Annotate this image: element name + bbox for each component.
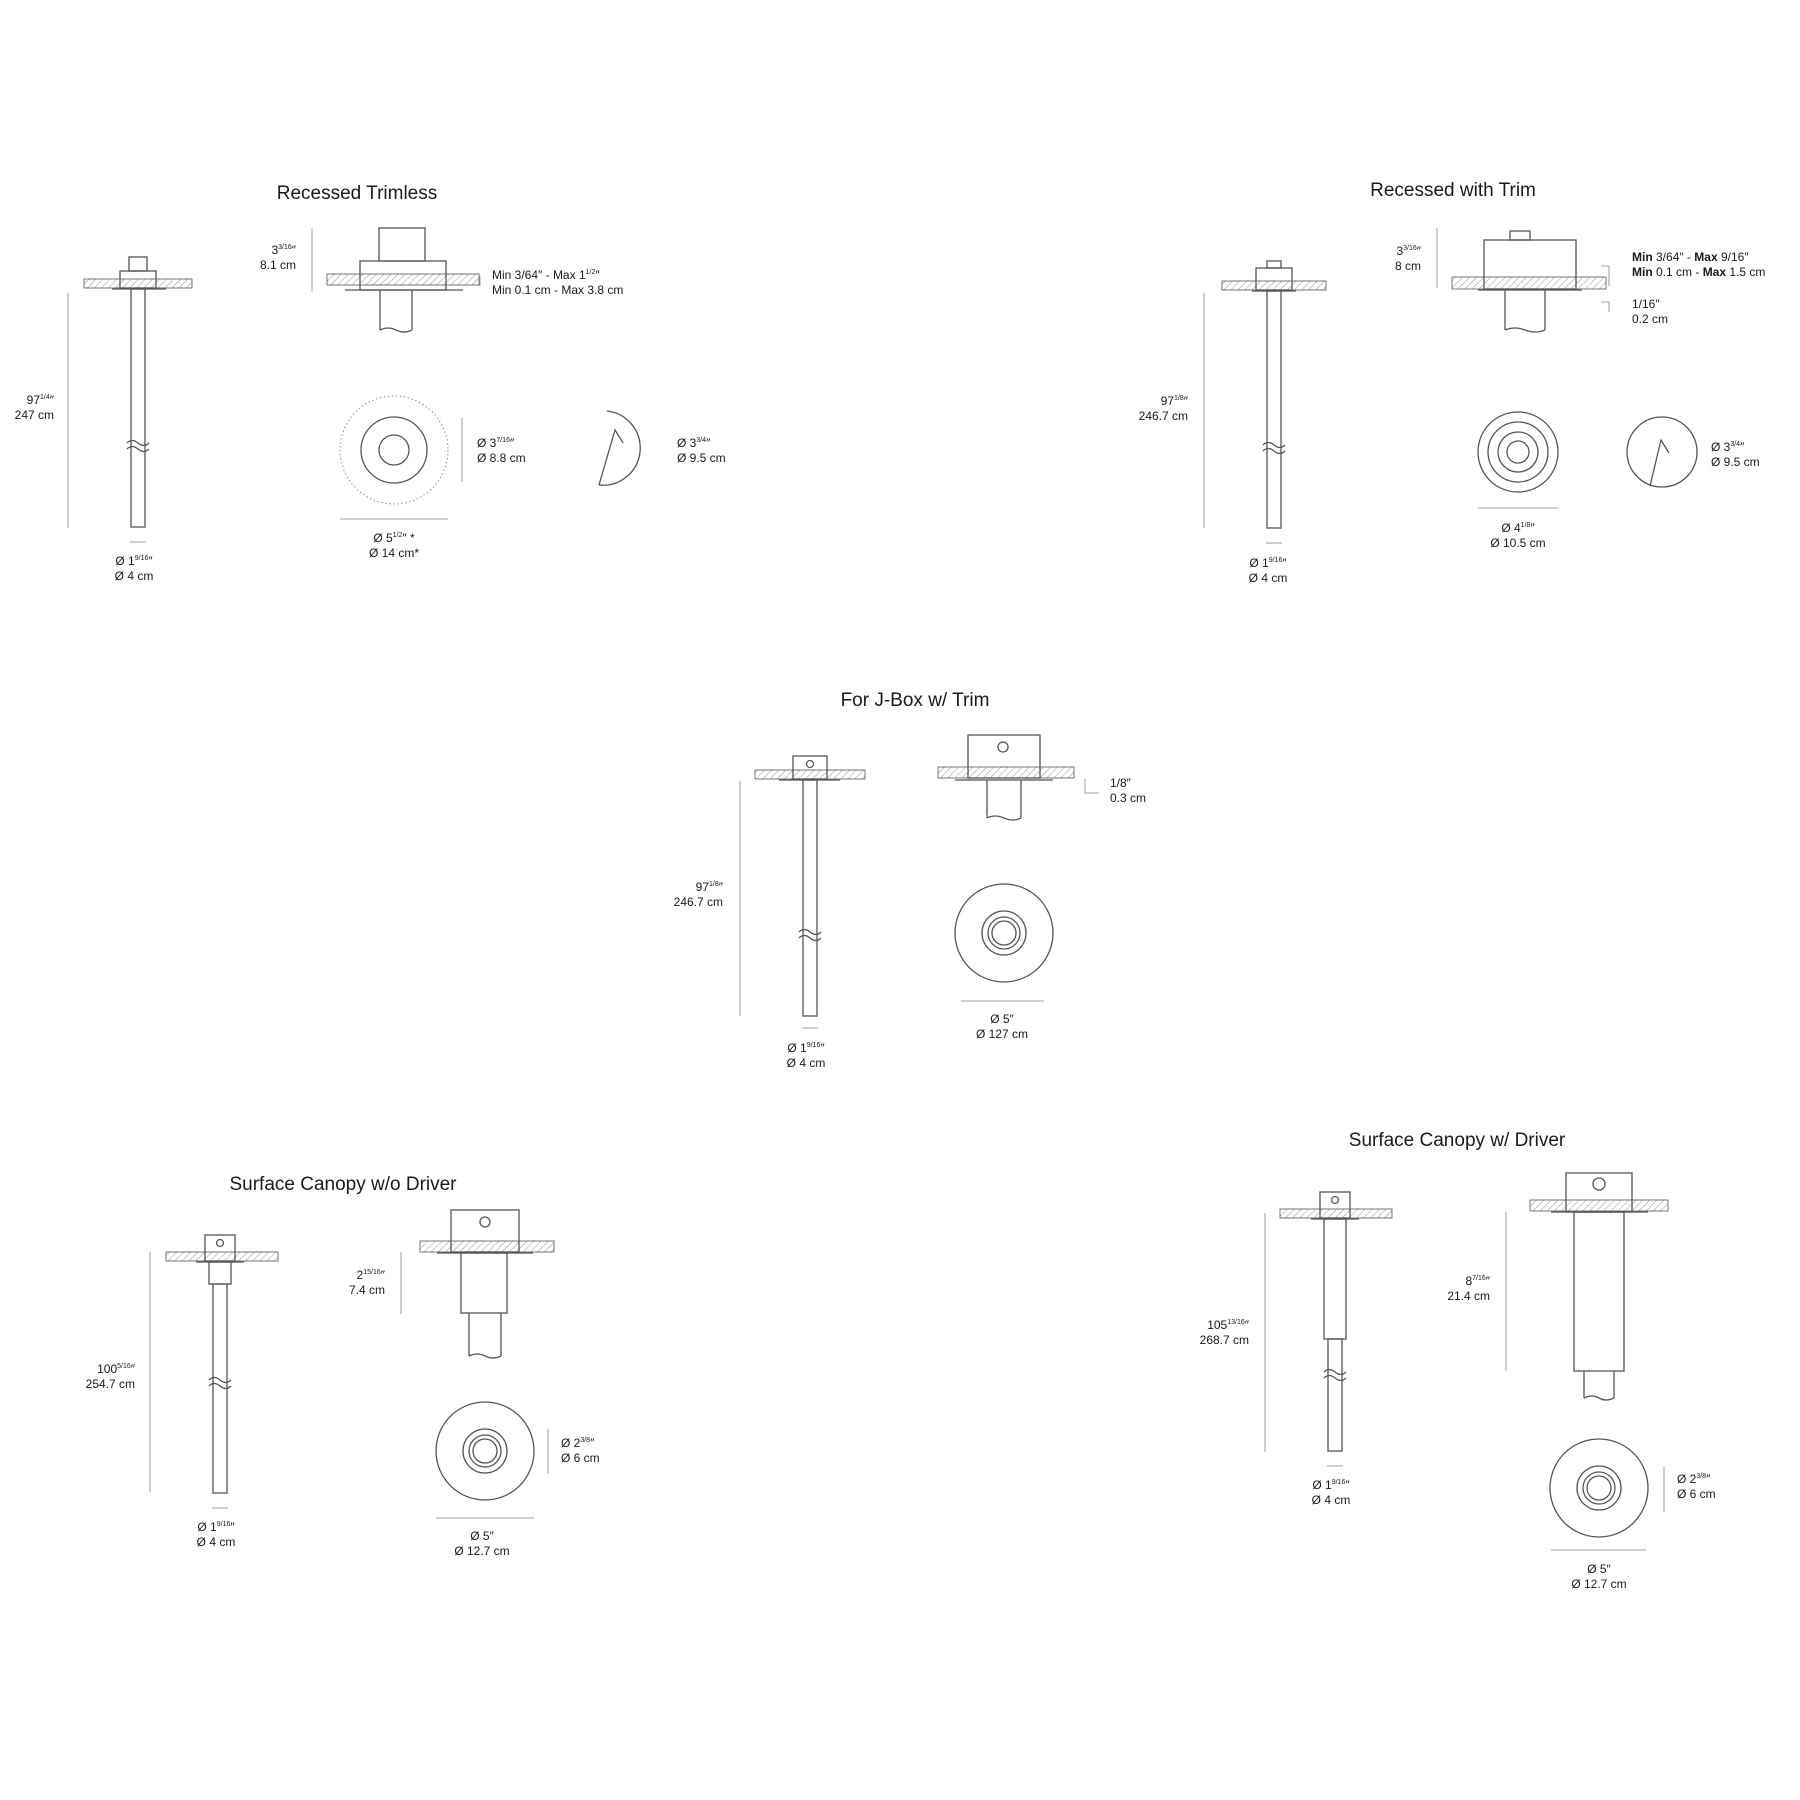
trimless-outer-dia-dim: Ø 51/2″ * Ø 14 cm* xyxy=(368,531,420,560)
canopy-wo-pipe-dim: Ø 19/16″ Ø 4 cm xyxy=(196,1520,236,1549)
trimless-ceiling-range-dim: Min 3/64″ - Max 11/2″ Min 0.1 cm - Max 3… xyxy=(492,268,624,297)
trimless-pipe-dim: Ø 19/16″ Ø 4 cm xyxy=(114,554,154,583)
jbox-outer-dia-dim: Ø 5″ Ø 127 cm xyxy=(975,1012,1029,1041)
canopy-w-plan xyxy=(1549,1438,1665,1551)
with-trim-outer-dia-dim: Ø 41/8″ Ø 10.5 cm xyxy=(1490,521,1546,550)
canopy-wo-elevation xyxy=(149,1234,279,1509)
canopy-w-canopy-dim: 87/16″ 21.4 cm xyxy=(1447,1274,1490,1303)
trimless-cutout xyxy=(598,410,641,486)
title-surface-canopy-wo-driver: Surface Canopy w/o Driver xyxy=(229,1174,457,1195)
title-surface-canopy-w-driver: Surface Canopy w/ Driver xyxy=(1348,1130,1566,1151)
jbox-plan xyxy=(954,883,1054,1002)
trimless-cutout-dim: Ø 33/4″ Ø 9.5 cm xyxy=(677,436,726,465)
jbox-elevation xyxy=(739,755,866,1029)
canopy-wo-plan xyxy=(435,1401,549,1519)
trimless-section xyxy=(311,227,481,333)
trimless-inner-dia-dim: Ø 37/16″ Ø 8.8 cm xyxy=(477,436,526,465)
with-trim-height-dim: 971/8″ 246.7 cm xyxy=(1138,394,1188,423)
with-trim-trim-thickness-dim: 1/16″ 0.2 cm xyxy=(1632,297,1669,326)
canopy-w-section xyxy=(1505,1172,1669,1401)
canopy-w-pipe-dim: Ø 19/16″ Ø 4 cm xyxy=(1311,1478,1351,1507)
title-recessed-trimless: Recessed Trimless xyxy=(276,183,438,204)
canopy-w-outer-dia-dim: Ø 5″ Ø 12.7 cm xyxy=(1571,1562,1627,1591)
canopy-w-height-dim: 10513/16″ 268.7 cm xyxy=(1199,1318,1249,1347)
canopy-w-elevation xyxy=(1264,1191,1393,1467)
with-trim-pipe-dim: Ø 19/16″ Ø 4 cm xyxy=(1248,556,1288,585)
canopy-wo-section xyxy=(400,1209,555,1359)
title-jbox-with-trim: For J-Box w/ Trim xyxy=(840,690,990,711)
canopy-wo-height-dim: 1005/16″ 254.7 cm xyxy=(85,1362,135,1391)
trimless-housing-dim: 33/16″ 8.1 cm xyxy=(259,243,296,272)
with-trim-section xyxy=(1436,228,1610,333)
canopy-wo-inner-dia-dim: Ø 23/8″ Ø 6 cm xyxy=(561,1436,600,1465)
canopy-w-inner-dia-dim: Ø 23/8″ Ø 6 cm xyxy=(1677,1472,1716,1501)
jbox-trim-thickness-dim: 1/8″ 0.3 cm xyxy=(1110,776,1147,805)
canopy-wo-canopy-dim: 215/16″ 7.4 cm xyxy=(348,1268,385,1297)
with-trim-elevation xyxy=(1203,260,1327,544)
with-trim-ceiling-range-dim: Min 3/64″ - Max 9/16″ Min 0.1 cm - Max 1… xyxy=(1632,250,1766,279)
jbox-pipe-dim: Ø 19/16″ Ø 4 cm xyxy=(786,1041,826,1070)
with-trim-housing-dim: 33/16″ 8 cm xyxy=(1394,244,1421,273)
trimless-elevation xyxy=(67,256,193,543)
jbox-height-dim: 971/8″ 246.7 cm xyxy=(673,880,723,909)
canopy-wo-outer-dia-dim: Ø 5″ Ø 12.7 cm xyxy=(454,1529,510,1558)
trimless-height-dim: 971/4″ 247 cm xyxy=(14,393,54,422)
with-trim-cutout-dim: Ø 33/4″ Ø 9.5 cm xyxy=(1711,440,1760,469)
trimless-plan xyxy=(339,395,463,520)
with-trim-plan xyxy=(1477,411,1559,509)
with-trim-cutout xyxy=(1626,416,1698,488)
jbox-section xyxy=(937,734,1099,821)
title-recessed-with-trim: Recessed with Trim xyxy=(1370,180,1536,201)
